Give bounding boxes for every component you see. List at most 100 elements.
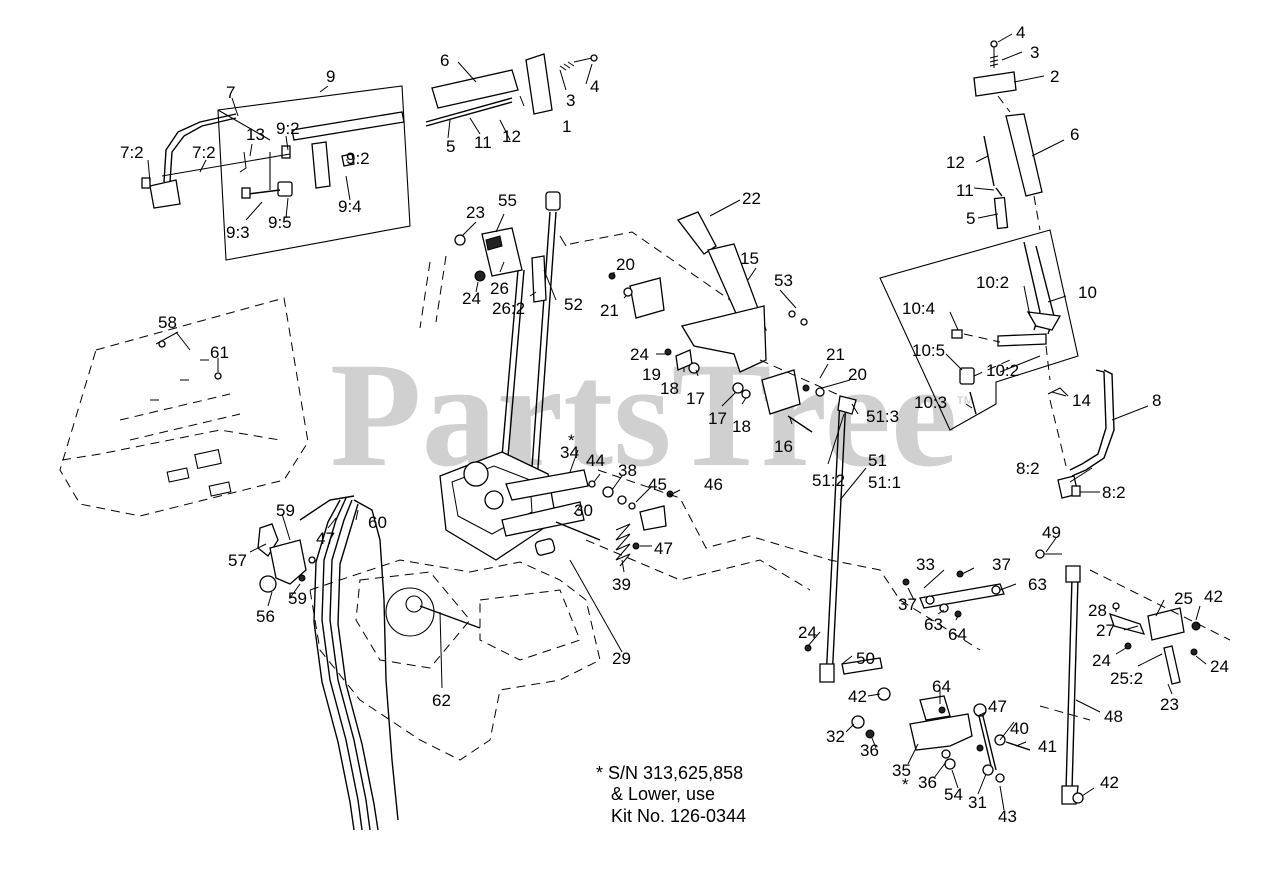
callout: 3 [566, 91, 575, 110]
callout: 63 [1028, 575, 1047, 594]
callout: 8:2 [1016, 459, 1040, 478]
callout: 28 [1088, 601, 1107, 620]
lower-right-assembly [804, 549, 1231, 805]
footnote-line-3: Kit No. 126-0344 [611, 806, 746, 826]
callout: 15 [740, 249, 759, 268]
callout: 24 [798, 623, 817, 642]
callout: 23 [466, 203, 485, 222]
callout: 8:2 [1102, 483, 1126, 502]
callout: 17 [686, 389, 705, 408]
callout: 21 [826, 345, 845, 364]
callout: 24 [1092, 651, 1111, 670]
callout: 41 [1038, 737, 1057, 756]
callout: 37 [898, 595, 917, 614]
callout: 21 [600, 301, 619, 320]
callout: 60 [368, 513, 387, 532]
callout: 16 [774, 437, 793, 456]
callout: 42 [1100, 773, 1119, 792]
callout: 54 [944, 785, 963, 804]
callout: 8 [1152, 391, 1161, 410]
callout: 36 [860, 741, 879, 760]
callout: 20 [616, 255, 635, 274]
footnote: * S/N 313,625,858 & Lower, use Kit No. 1… [596, 763, 746, 826]
footnote-line-2: & Lower, use [611, 784, 715, 804]
left-handle-assembly [141, 53, 598, 261]
callout: 7:2 [120, 143, 144, 162]
callout: 26:2 [492, 299, 525, 318]
callout: 31 [968, 793, 987, 812]
callout: 57 [228, 551, 247, 570]
callout: 55 [498, 191, 517, 210]
callout: 4 [1016, 23, 1025, 42]
callout: 20 [848, 365, 867, 384]
callout: 24 [462, 289, 481, 308]
callout: 50 [856, 649, 875, 668]
callout: 61 [210, 343, 229, 362]
callout: 10 [1078, 283, 1097, 302]
footnote-line-1: * S/N 313,625,858 [596, 763, 743, 783]
callout: 10:3 [914, 393, 947, 412]
callout: 27 [1096, 621, 1115, 640]
right-handle-assembly [879, 40, 1115, 499]
watermark-text: PartsTree [330, 332, 957, 498]
callout: 12 [502, 127, 521, 146]
callout: 12 [946, 153, 965, 172]
callout: 51:1 [868, 473, 901, 492]
callout: 53 [774, 271, 793, 290]
callout: 64 [948, 625, 967, 644]
callout: 48 [1104, 707, 1123, 726]
callout: 56 [256, 607, 275, 626]
callout: 59 [288, 589, 307, 608]
callout: 6 [1070, 125, 1079, 144]
callout: 9 [326, 67, 335, 86]
callout: 2 [1050, 67, 1059, 86]
callout: 47 [316, 529, 335, 548]
callout: 10:2 [976, 273, 1009, 292]
callout: 47 [654, 539, 673, 558]
callout: 49 [1042, 523, 1061, 542]
callout: 51:3 [866, 407, 899, 426]
callout: 24 [630, 345, 649, 364]
callout: 1 [562, 117, 571, 136]
callout: 42 [848, 687, 867, 706]
callout: 64 [932, 677, 951, 696]
callout: 10:5 [912, 341, 945, 360]
callout: 58 [158, 313, 177, 332]
callout: 10:4 [902, 299, 935, 318]
callout: 38 [618, 461, 637, 480]
callout: 29 [612, 649, 631, 668]
callout: 6 [440, 51, 449, 70]
callout: 52 [564, 295, 583, 314]
callout: 13 [246, 125, 265, 144]
watermark: PartsTree ™ [330, 332, 975, 498]
callout: 17 [708, 409, 727, 428]
callout: 7:2 [192, 143, 216, 162]
callout: 10:2 [986, 361, 1019, 380]
callout: 9:2 [276, 119, 300, 138]
callout: 5 [966, 209, 975, 228]
callout: 30 [574, 501, 593, 520]
callout: 9:5 [268, 213, 292, 232]
callout: 47 [988, 697, 1007, 716]
callout: * [568, 431, 575, 450]
callout: 3 [1030, 43, 1039, 62]
callout: 11 [474, 133, 492, 152]
callout: 25 [1174, 589, 1193, 608]
callout: 39 [612, 575, 631, 594]
callout: 9:4 [338, 197, 362, 216]
callout: 36 [918, 773, 937, 792]
callout: 51:2 [812, 471, 845, 490]
callout: 9:2 [346, 149, 370, 168]
callout: 46 [704, 475, 723, 494]
callout: 9:3 [226, 223, 250, 242]
callout: 40 [1010, 719, 1029, 738]
callout-labels: 4 3 2 6 12 11 5 10 10:2 10:4 10:5 10:2 1… [120, 23, 1229, 826]
leader-lines [147, 33, 1207, 811]
callout: 42 [1204, 587, 1223, 606]
callout: 32 [826, 727, 845, 746]
watermark-tm: ™ [955, 393, 975, 415]
callout: 34 [560, 443, 579, 462]
callout: 26 [490, 279, 509, 298]
callout: 37 [992, 555, 1011, 574]
